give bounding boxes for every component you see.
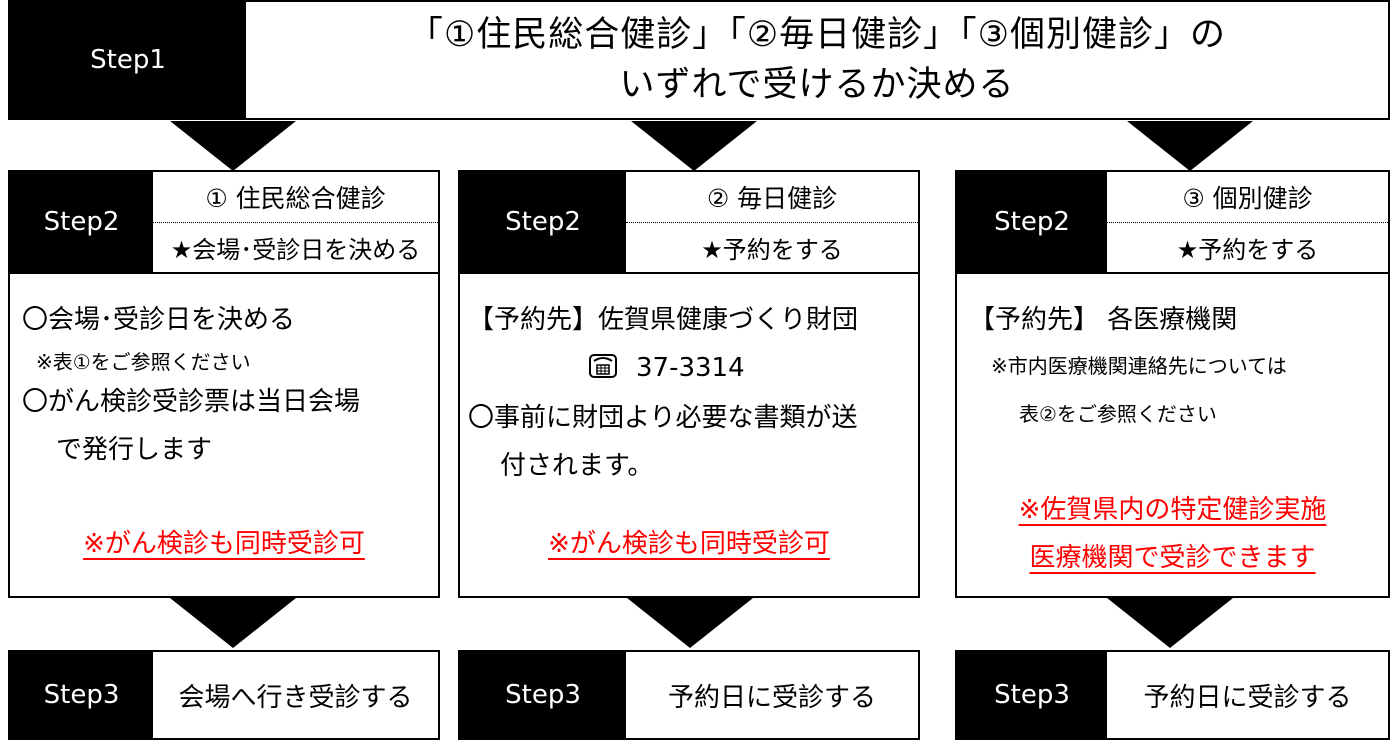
step2-header-kobetsu: Step2 ③ 個別健診 ★予約をする xyxy=(955,170,1390,272)
step1-line2: いずれで受けるか決める xyxy=(619,65,1015,105)
step1-line1: 「①住民総合健診」「②毎日健診」「③個別健診」の xyxy=(407,15,1227,55)
step3-label: Step3 xyxy=(460,652,626,738)
option-action: ★予約をする xyxy=(1176,235,1319,264)
step2-body-mainichi: 【予約先】佐賀県健康づくり財団 37-3314 〇事前に財団より必要な書類が送 … xyxy=(458,272,920,598)
option-action: ★会場･受診日を決める xyxy=(170,235,421,264)
option-title: ③ 個別健診 xyxy=(1107,172,1388,223)
arrow-down-icon xyxy=(627,598,753,648)
step3-box-sogo: Step3 会場へ行き受診する xyxy=(8,650,440,740)
step2-label: Step2 xyxy=(957,172,1107,272)
phone-number: 37-3314 xyxy=(636,353,745,383)
step2-body-sogo: 〇会場･受診日を決める ※表①をご参照ください 〇がん検診受診票は当日会場 で発… xyxy=(8,272,440,598)
step1-instruction: 「①住民総合健診」「②毎日健診」「③個別健診」の いずれで受けるか決める xyxy=(246,2,1388,118)
body-note: ※表①をご参照ください xyxy=(36,350,251,374)
step2-header-mainichi: Step2 ② 毎日健診 ★予約をする xyxy=(458,170,920,272)
body-line: 付されます。 xyxy=(500,451,654,481)
arrow-down-icon xyxy=(1107,598,1233,648)
red-note: ※がん検診も同時受診可 xyxy=(83,529,365,559)
red-note: ※がん検診も同時受診可 xyxy=(548,529,830,559)
step2-header-sogo: Step2 ① 住民総合健診 ★会場･受診日を決める xyxy=(8,170,440,272)
red-note: 医療機関で受診できます xyxy=(1029,543,1316,573)
step2-body-kobetsu: 【予約先】 各医療機関 ※市内医療機関連絡先については 表②をご参照ください ※… xyxy=(955,272,1390,598)
step3-text: 会場へ行き受診する xyxy=(178,682,413,713)
phone-line: 37-3314 xyxy=(588,352,745,387)
telephone-icon xyxy=(588,353,618,387)
step1-label: Step1 xyxy=(10,2,246,118)
red-note: ※佐賀県内の特定健診実施 xyxy=(1018,495,1327,525)
arrow-down-icon xyxy=(170,598,296,648)
step3-text: 予約日に受診する xyxy=(1143,682,1352,713)
body-note: ※市内医療機関連絡先については xyxy=(991,354,1287,378)
step2-label: Step2 xyxy=(10,172,153,272)
body-line: 〇会場･受診日を決める xyxy=(22,305,296,335)
option-action: ★予約をする xyxy=(701,235,843,264)
step3-box-kobetsu: Step3 予約日に受診する xyxy=(955,650,1390,740)
arrow-down-icon xyxy=(631,121,757,171)
body-line: 〇がん検診受診票は当日会場 xyxy=(22,387,361,417)
step3-label: Step3 xyxy=(957,652,1107,738)
step1-box: Step1 「①住民総合健診」「②毎日健診」「③個別健診」の いずれで受けるか決… xyxy=(8,0,1390,120)
body-note: 表②をご参照ください xyxy=(1019,402,1217,426)
step2-label: Step2 xyxy=(460,172,626,272)
step3-label: Step3 xyxy=(10,652,153,738)
arrow-down-icon xyxy=(1127,121,1253,171)
step3-box-mainichi: Step3 予約日に受診する xyxy=(458,650,920,740)
step3-text: 予約日に受診する xyxy=(667,682,876,713)
body-line: 【予約先】佐賀県健康づくり財団 xyxy=(468,305,859,335)
body-line: 〇事前に財団より必要な書類が送 xyxy=(468,403,858,433)
body-line: で発行します xyxy=(56,435,213,465)
option-title: ① 住民総合健診 xyxy=(153,172,438,223)
body-line: 【予約先】 各医療機関 xyxy=(969,305,1238,335)
option-title: ② 毎日健診 xyxy=(626,172,918,223)
arrow-down-icon xyxy=(170,121,296,171)
